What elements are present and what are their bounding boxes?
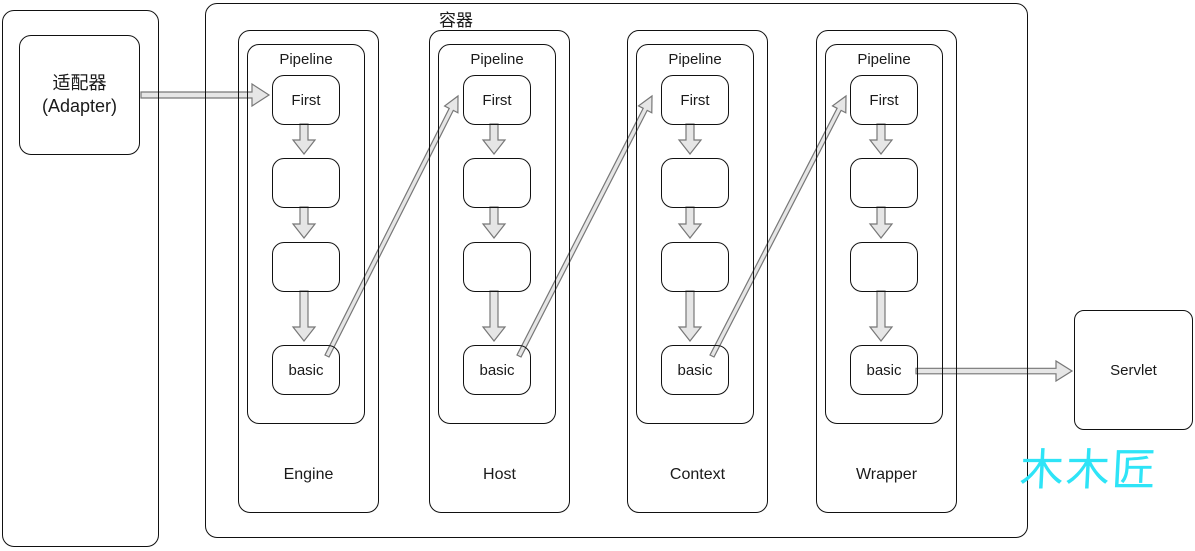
- adapter-box: 适配器 (Adapter): [19, 35, 140, 155]
- pipeline-box: Pipeline First basic: [636, 44, 754, 424]
- valve-first-label: First: [869, 91, 899, 109]
- valve-first: First: [463, 75, 531, 125]
- valve-box: [463, 158, 531, 208]
- column-context: Pipeline First basic Context: [627, 30, 768, 513]
- valve-first-label: First: [680, 91, 710, 109]
- valve-first: First: [272, 75, 340, 125]
- valve-first: First: [850, 75, 918, 125]
- pipeline-box: Pipeline First basic: [438, 44, 556, 424]
- valve-first: First: [661, 75, 729, 125]
- column-label-host: Host: [483, 466, 516, 483]
- pipeline-label: Pipeline: [279, 51, 333, 68]
- adapter-subtitle: (Adapter): [41, 96, 118, 116]
- valve-box: [272, 158, 340, 208]
- valve-basic-label: basic: [866, 361, 902, 379]
- servlet-label: Servlet: [1110, 361, 1157, 379]
- valve-box: [463, 242, 531, 292]
- adapter-title: 适配器: [52, 72, 107, 93]
- servlet-box: Servlet: [1074, 310, 1193, 430]
- valve-box: [272, 242, 340, 292]
- column-wrapper: Pipeline First basic Wrapper: [816, 30, 957, 513]
- valve-basic: basic: [463, 345, 531, 395]
- valve-basic: basic: [272, 345, 340, 395]
- valve-basic-label: basic: [479, 361, 515, 379]
- container-label: 容器: [437, 6, 475, 31]
- valve-basic: basic: [850, 345, 918, 395]
- valve-first-label: First: [482, 91, 512, 109]
- column-host: Pipeline First basic Host: [429, 30, 570, 513]
- container-box: [205, 3, 1028, 538]
- valve-box: [661, 242, 729, 292]
- valve-box: [661, 158, 729, 208]
- pipeline-label: Pipeline: [470, 51, 524, 68]
- watermark-text: 木木匠: [1018, 446, 1160, 495]
- valve-first-label: First: [291, 91, 321, 109]
- valve-basic: basic: [661, 345, 729, 395]
- column-label-wrapper: Wrapper: [855, 466, 918, 483]
- pipeline-box: Pipeline First basic: [825, 44, 943, 424]
- pipeline-box: Pipeline First basic: [247, 44, 365, 424]
- column-label-engine: Engine: [283, 466, 334, 483]
- valve-basic-label: basic: [288, 361, 324, 379]
- valve-basic-label: basic: [677, 361, 713, 379]
- pipeline-label: Pipeline: [668, 51, 722, 68]
- connector-outer-box: [2, 10, 159, 547]
- column-label-context: Context: [669, 466, 726, 483]
- valve-box: [850, 158, 918, 208]
- column-engine: Pipeline First basic Engine: [238, 30, 379, 513]
- valve-box: [850, 242, 918, 292]
- pipeline-label: Pipeline: [857, 51, 911, 68]
